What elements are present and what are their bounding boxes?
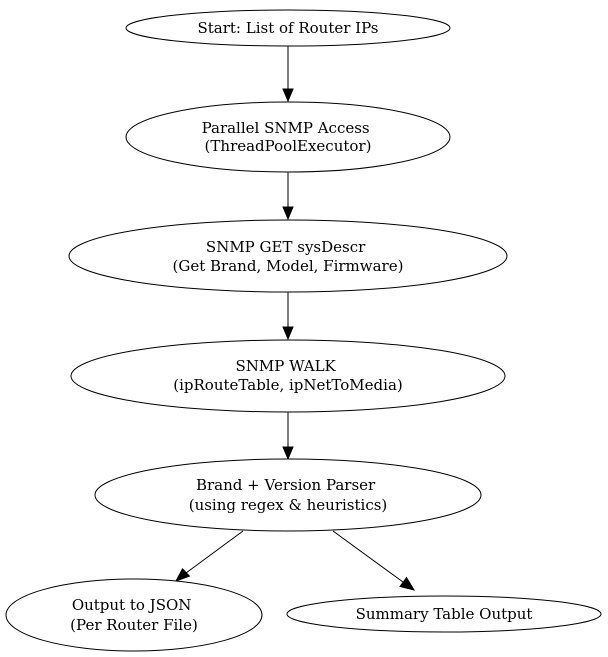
edge-parser-to-summary	[332, 530, 416, 591]
svg-text:Output to JSON (Per Rout: Output to JSON (Per Router File)	[70, 591, 198, 634]
svg-text:Brand + Version Parser (: Brand + Version Parser (using regex & he…	[189, 471, 388, 514]
arrowhead	[282, 88, 294, 103]
node-parallel-line-1: Parallel SNMP Access	[202, 119, 370, 137]
svg-text:SNMP GET sysDescr (Get B: SNMP GET sysDescr (Get Brand, Model, Fir…	[173, 233, 404, 275]
node-get-line-2: (Get Brand, Model, Firmware)	[173, 257, 404, 275]
svg-text:Summary Table Output: Summary Table Output	[356, 605, 533, 623]
node-start-label: Start: List of Router IPs	[197, 19, 378, 37]
node-parser-line-1: Brand + Version Parser	[196, 476, 376, 494]
node-json-line-2: (Per Router File)	[70, 616, 198, 634]
svg-text:Start: List of Router IPs: Start: List of Router IPs	[197, 19, 378, 37]
node-start-shape	[125, 9, 451, 47]
svg-text:SNMP WALK (ipRouteTable,: SNMP WALK (ipRouteTable, ipNetToMedia)	[173, 352, 402, 394]
node-parser-shape	[94, 458, 482, 532]
node-get-line-1: SNMP GET sysDescr	[206, 238, 366, 256]
node-get-shape	[68, 219, 508, 293]
node-json-shape	[5, 578, 263, 652]
node-parallel-line-2: (ThreadPoolExecutor)	[205, 137, 372, 155]
node-parallel: Parallel SNMP Access (ThreadPoolExecutor…	[125, 101, 451, 173]
node-summary: Summary Table Output	[286, 595, 602, 633]
arrowhead	[399, 576, 416, 591]
node-json: Output to JSON (Per Router File)	[5, 578, 263, 652]
edges	[174, 46, 416, 591]
arrowhead	[174, 567, 191, 582]
node-summary-shape	[286, 595, 602, 633]
edge-parser-to-json	[174, 530, 244, 582]
node-json-line-1: Output to JSON	[72, 596, 192, 614]
arrowhead	[282, 446, 294, 461]
svg-text:Parallel SNMP Access (Th: Parallel SNMP Access (ThreadPoolExecutor…	[202, 114, 375, 155]
node-walk-line-1: SNMP WALK	[235, 357, 336, 375]
node-walk-shape	[70, 339, 506, 413]
edge-parallel-to-get	[282, 172, 294, 221]
edge-walk-to-parser	[282, 412, 294, 461]
node-parallel-shape	[125, 101, 451, 173]
node-parser-line-2: (using regex & heuristics)	[189, 496, 388, 514]
arrowhead	[282, 206, 294, 221]
node-walk: SNMP WALK (ipRouteTable, ipNetToMedia)	[70, 339, 506, 413]
node-start: Start: List of Router IPs	[125, 9, 451, 47]
arrowhead	[282, 326, 294, 341]
node-walk-line-2: (ipRouteTable, ipNetToMedia)	[173, 376, 402, 394]
node-get: SNMP GET sysDescr (Get Brand, Model, Fir…	[68, 219, 508, 293]
node-parser: Brand + Version Parser (using regex & he…	[94, 458, 482, 532]
edge-get-to-walk	[282, 292, 294, 341]
node-summary-label: Summary Table Output	[356, 605, 533, 623]
edge-start-to-parallel	[282, 46, 294, 103]
